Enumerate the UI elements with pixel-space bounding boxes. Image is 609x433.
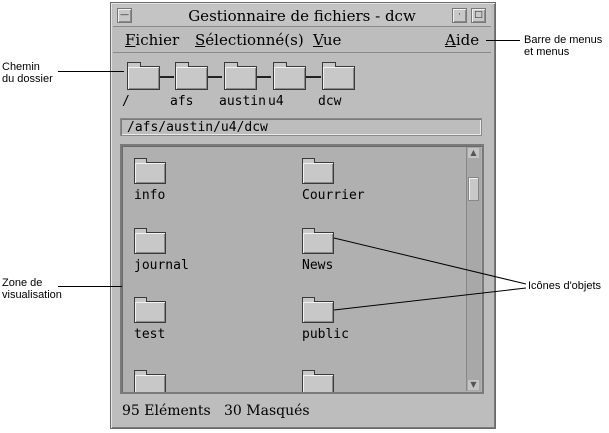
menu-fichier[interactable]: Fichier [125,31,180,49]
path-connector [208,76,222,78]
callout-view: Zone de visualisation [2,277,62,301]
folder-partial-icon[interactable] [302,370,334,392]
object-label-news[interactable]: News [302,258,334,273]
callout-menubar: Barre de menus et menus [524,34,602,58]
vertical-scrollbar[interactable]: ▲ ▼ [466,147,481,391]
scroll-up-icon[interactable]: ▲ [468,148,479,158]
minimize-icon[interactable]: · [452,8,467,23]
object-label-info[interactable]: info [134,188,166,203]
object-label-public[interactable]: public [302,327,349,342]
callout-icons: Icônes d'objets [528,280,602,292]
folder-public-icon[interactable] [302,297,334,323]
menu-vue[interactable]: Vue [313,31,342,49]
path-folder-dcw-icon[interactable] [322,62,355,90]
status-count: 95 Eléments [122,403,211,419]
callout-path-line2: du dossier [2,73,53,85]
menu-selectionne[interactable]: Sélectionné(s) [195,31,304,49]
folder-courrier-icon[interactable] [302,158,334,184]
path-label-root: / [122,94,130,109]
object-label-journal[interactable]: journal [134,258,189,273]
callout-path-leader [58,71,124,72]
status-hidden: 30 Masqués [224,403,310,419]
menu-bar: Fichier Sélectionné(s) Vue Aide [113,28,491,53]
path-folder-afs-icon[interactable] [175,62,208,90]
folder-test-icon[interactable] [134,297,166,323]
callout-menubar-line2: et menus [524,46,570,58]
maximize-icon[interactable]: □ [471,8,486,23]
callout-path-line1: Chemin [2,61,40,73]
path-label-dcw: dcw [318,94,342,109]
callout-view-line2: visualisation [2,289,62,301]
status-bar: 95 Eléments 30 Masqués [113,400,491,424]
callout-view-line1: Zone de [2,277,43,289]
view-area[interactable]: info Courrier journal News test public [120,144,484,394]
path-connector [306,76,321,78]
path-field[interactable]: /afs/austin/u4/dcw [120,118,482,136]
folder-news-icon[interactable] [302,228,334,254]
folder-partial-icon[interactable] [134,370,166,392]
callout-menubar-line1: Barre de menus [524,34,603,46]
folder-info-icon[interactable] [134,158,166,184]
object-label-test[interactable]: test [134,327,166,342]
scroll-down-icon[interactable]: ▼ [468,380,479,390]
folder-journal-icon[interactable] [134,228,166,254]
window-title: Gestionnaire de fichiers - dcw [188,7,416,25]
window-menu-icon[interactable]: — [117,8,132,23]
path-label-afs: afs [170,94,194,109]
path-connector [257,76,271,78]
callout-path: Chemin du dossier [2,61,53,85]
object-label-courrier[interactable]: Courrier [302,188,365,203]
path-connector [160,76,174,78]
scroll-thumb[interactable] [468,177,479,201]
callout-menubar-leader [486,40,520,41]
title-bar[interactable]: — Gestionnaire de fichiers - dcw · □ [113,5,491,27]
path-label-u4: u4 [268,94,284,109]
path-folder-u4-icon[interactable] [273,62,306,90]
path-folder-root-icon[interactable] [127,62,160,90]
path-folder-austin-icon[interactable] [224,62,257,90]
menu-aide[interactable]: Aide [445,31,480,49]
callout-view-leader [58,286,122,287]
path-label-austin: austin [219,94,266,109]
